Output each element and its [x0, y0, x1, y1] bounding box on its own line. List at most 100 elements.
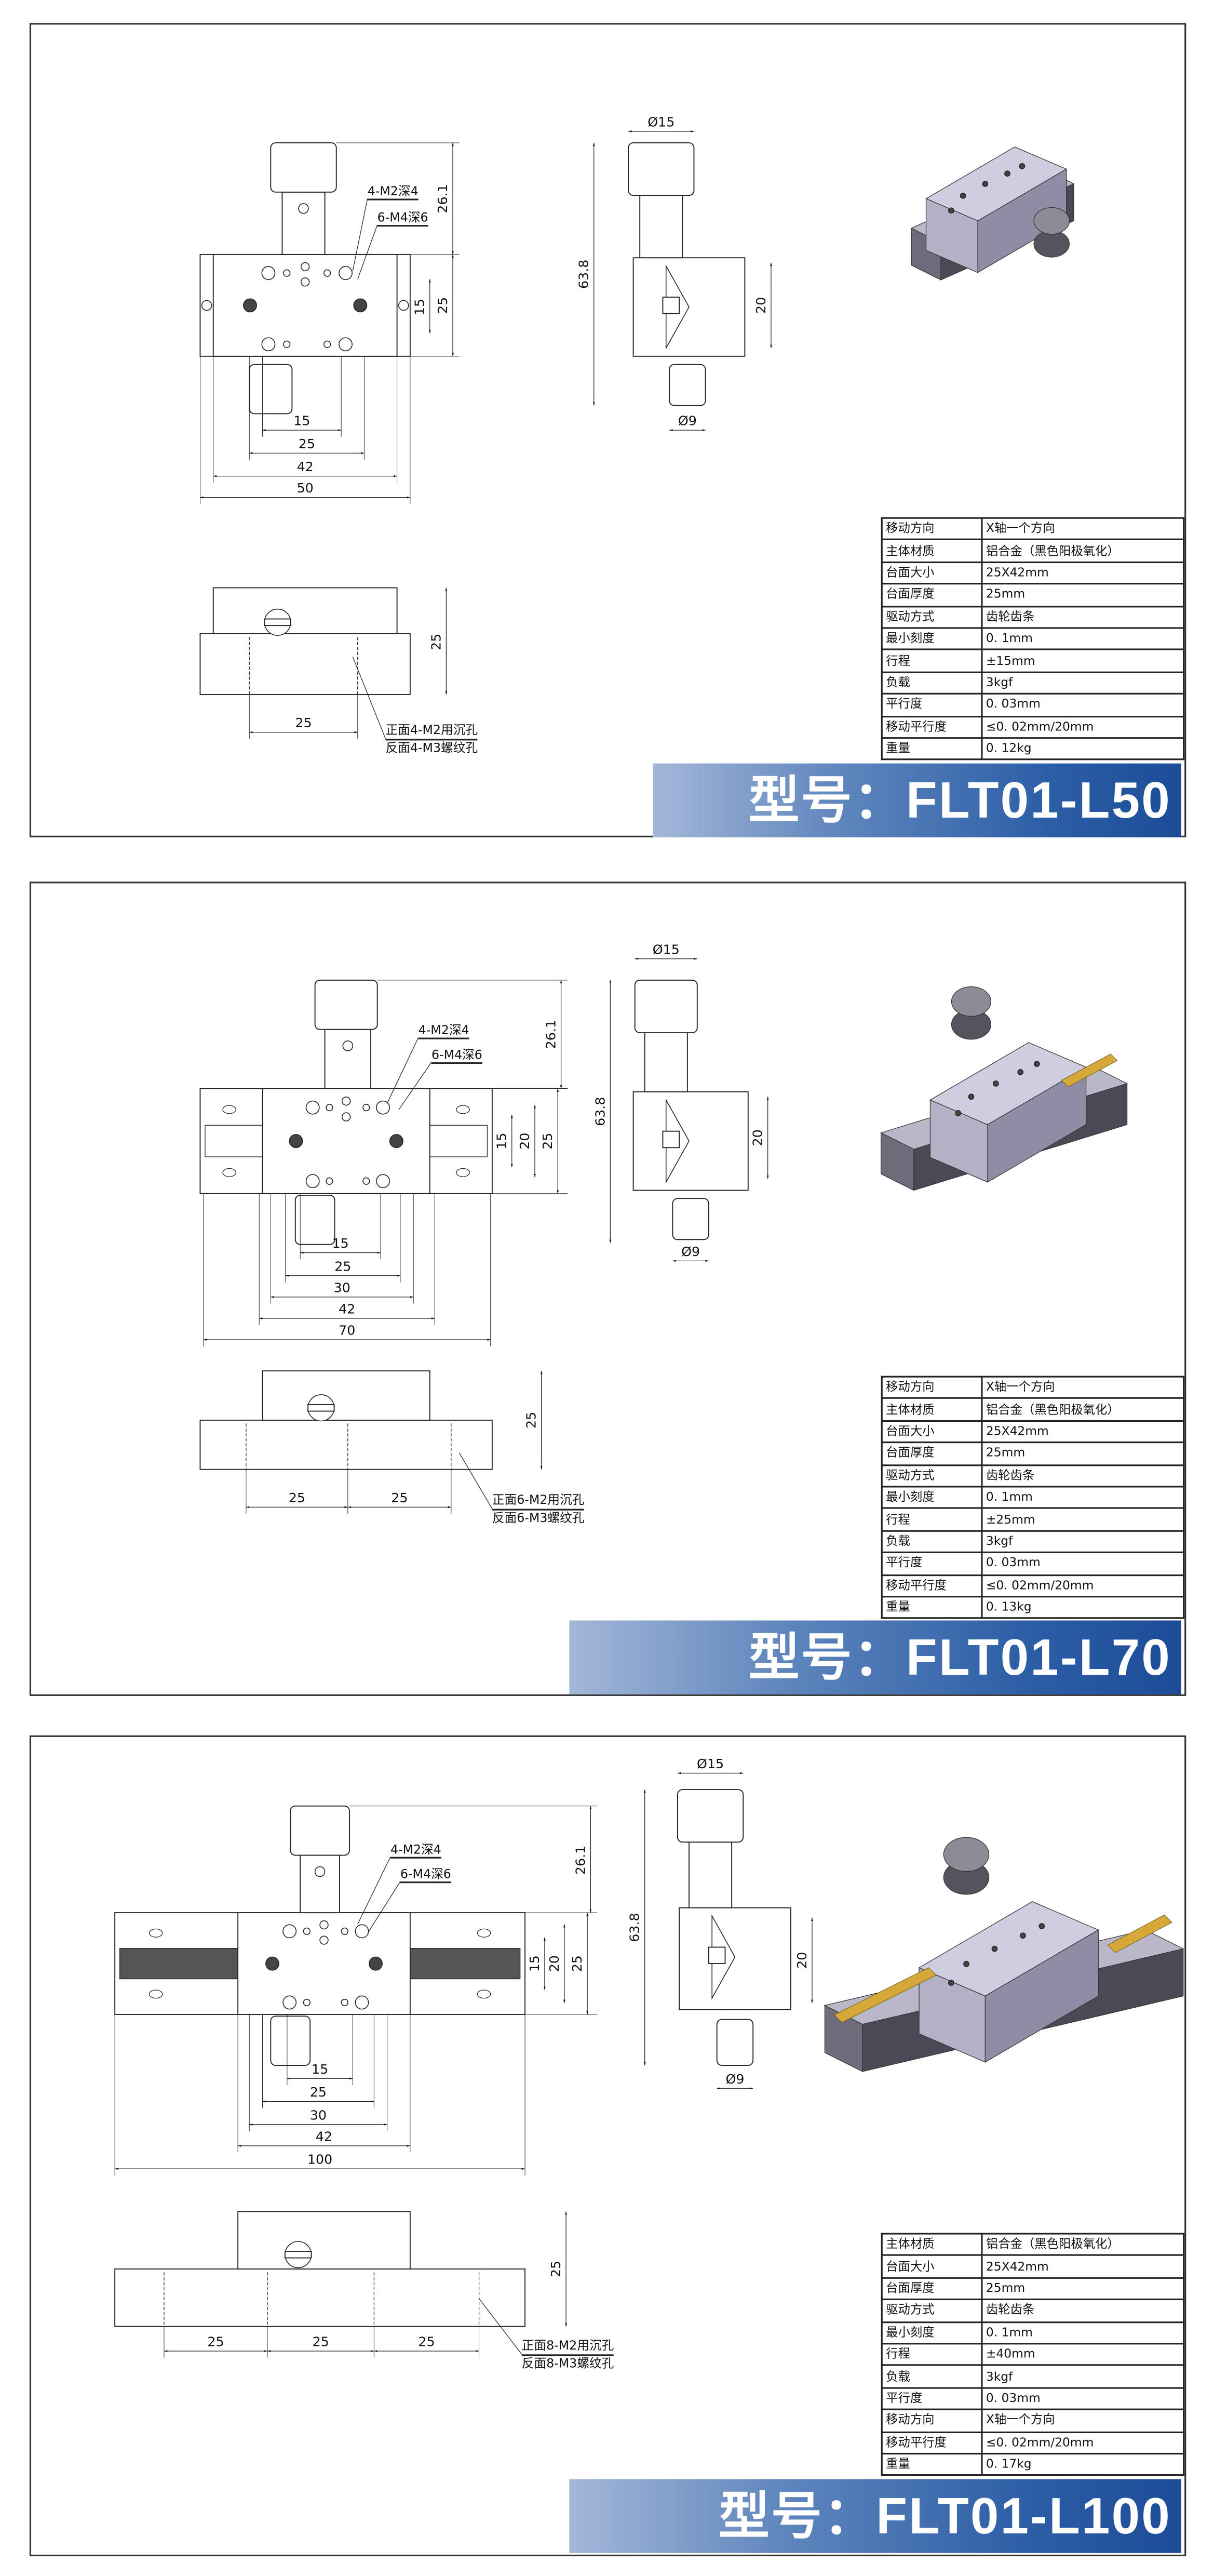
spec-label: 最小刻度 [881, 1486, 983, 1510]
spec-value: 0. 13kg [981, 1595, 1185, 1620]
dim-hole-pitch: 25 [418, 2334, 435, 2350]
render-hole [1038, 1923, 1045, 1929]
dim-knob-diameter: Ø15 [652, 942, 680, 957]
lock-screw [243, 298, 257, 313]
spec-label: 重量 [881, 737, 983, 761]
pinion-window [662, 1130, 680, 1149]
lock-screw [265, 1956, 279, 1971]
spec-label: 移动平行度 [881, 1573, 983, 1598]
m2-hole [283, 340, 291, 348]
model-label: 型号： [748, 771, 906, 830]
slot-hole [477, 1990, 491, 1999]
dim-total-height: 63.8 [627, 1913, 642, 1942]
leader-line [357, 224, 378, 279]
m2-hole [303, 1927, 311, 1935]
slot-hole [456, 1168, 470, 1177]
spec-label: 驱动方式 [881, 2299, 983, 2323]
panel-frame [29, 23, 1186, 837]
dim-hole-spacing: 20 [547, 1955, 562, 1972]
spec-value: ±25mm [981, 1507, 1185, 1532]
spec-value: 铝合金（黑色阳极氧化） [981, 539, 1185, 563]
dim-width: 30 [333, 1280, 350, 1296]
knob-bar [264, 618, 291, 626]
spec-value: 铝合金（黑色阳极氧化） [981, 2233, 1185, 2257]
render-gear-rack [1107, 1914, 1172, 1953]
spec-row: 驱动方式齿轮齿条 [881, 2299, 1185, 2323]
m4-hole [282, 1924, 297, 1939]
spec-label: 最小刻度 [881, 627, 983, 651]
spec-value: ≤0. 02mm/20mm [981, 1573, 1185, 1598]
spec-row: 主体材质铝合金（黑色阳极氧化） [881, 1397, 1185, 1422]
spec-row: 主体材质铝合金（黑色阳极氧化） [881, 2233, 1185, 2257]
dim-body-height: 20 [750, 1129, 765, 1146]
spec-label: 台面大小 [881, 561, 983, 585]
callout-m4-holes: 6-M4深6 [400, 1867, 451, 1884]
dim-body-height: 25 [570, 1955, 585, 1972]
m2-hole [323, 269, 331, 277]
spec-label: 行程 [881, 649, 983, 673]
callout-m2-holes: 4-M2深4 [367, 184, 419, 201]
spec-value: 25mm [981, 1442, 1185, 1466]
spec-value: 0. 12kg [981, 737, 1185, 761]
knob-shaft [300, 1854, 340, 1914]
spec-value: 铝合金（黑色阳极氧化） [981, 1397, 1185, 1422]
spec-label: 负载 [881, 671, 983, 695]
adjustment-knob [270, 142, 337, 193]
dim-body-height: 20 [753, 297, 769, 314]
dim-body-height: 20 [794, 1952, 810, 1969]
m4-hole [355, 1995, 369, 2010]
knob-set-screw [298, 203, 309, 214]
m2-hole [283, 269, 291, 277]
dim-width: 15 [332, 1236, 349, 1251]
dim-height-knob: 26.1 [544, 1020, 559, 1049]
spec-label: 移动方向 [881, 1376, 983, 1400]
spec-label: 台面大小 [881, 1420, 983, 1444]
side-knob [677, 1789, 744, 1843]
slot-hole [222, 1105, 236, 1114]
leader-line [398, 1062, 432, 1110]
note-back-holes: 反面4-M3螺纹孔 [385, 740, 478, 755]
dim-shaft-diameter: Ø9 [725, 2072, 745, 2087]
note-front-holes: 正面6-M2用沉孔 [492, 1492, 585, 1511]
render-knob-top [951, 986, 991, 1017]
dim-body-height: 25 [541, 1132, 556, 1150]
leader-line [369, 1881, 401, 1931]
m2-hole [323, 340, 331, 348]
dim-hole-pitch: 25 [295, 716, 312, 731]
m4-hole [261, 266, 276, 281]
spec-label: 主体材质 [881, 2233, 983, 2257]
dim-knob-diameter: Ø15 [648, 115, 675, 130]
leader-line [352, 198, 368, 271]
spec-label: 移动平行度 [881, 715, 983, 739]
dim-hole-spacing: 20 [517, 1132, 533, 1150]
spec-label: 重量 [881, 1595, 983, 1620]
render-gear-rack [1061, 1053, 1118, 1087]
note-front-holes: 正面8-M2用沉孔 [521, 2338, 614, 2356]
spec-label: 负载 [881, 1529, 983, 1554]
spec-label: 驱动方式 [881, 605, 983, 629]
side-body [679, 1907, 791, 2010]
model-banner: 型号：FLT01-L100 [569, 2479, 1181, 2553]
spec-value: X轴一个方向 [981, 517, 1185, 541]
callout-m2-holes: 4-M2深4 [390, 1842, 441, 1859]
set-screw [300, 262, 310, 272]
dim-shaft-diameter: Ø9 [681, 1244, 700, 1260]
spec-row: 移动平行度≤0. 02mm/20mm [881, 1573, 1185, 1598]
m4-hole [339, 337, 353, 352]
model-banner: 型号：FLT01-L50 [653, 763, 1181, 837]
lock-knob [294, 1194, 335, 1245]
spec-row: 行程±15mm [881, 649, 1185, 673]
m2-hole [341, 1998, 348, 2007]
side-knob [628, 142, 695, 196]
